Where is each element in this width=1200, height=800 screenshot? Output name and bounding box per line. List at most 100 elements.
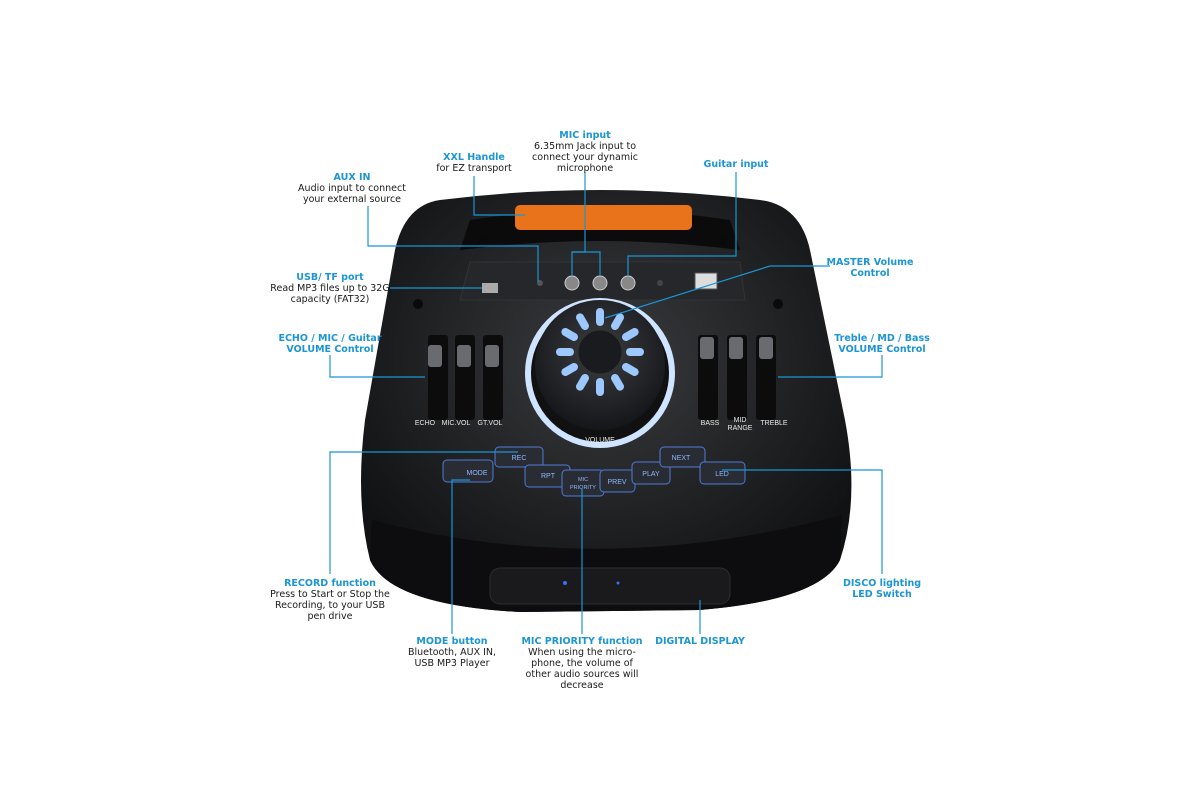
callout-lines (329, 172, 883, 634)
callout-title: XXL Handle (443, 152, 505, 163)
next-button-label: NEXT (672, 455, 691, 462)
led-button-label: LED (715, 471, 729, 478)
master-volume-knob[interactable] (577, 329, 623, 375)
guitar-jack (620, 275, 636, 291)
guitar-input-line (627, 172, 737, 276)
light-spoke (611, 313, 624, 331)
prev-button-label: PREV (607, 479, 626, 486)
callout-desc: Audio input to connect (298, 183, 406, 194)
callout-title: RECORD function (284, 578, 376, 589)
mode-button[interactable] (442, 459, 494, 483)
mic-vol-slider[interactable] (457, 345, 471, 367)
light-spoke (596, 308, 604, 326)
callout-title: ECHO / MIC / Guitar (278, 333, 382, 344)
disco-line (722, 469, 883, 574)
bass-slider[interactable] (700, 337, 714, 359)
play-button-label: PLAY (642, 471, 660, 478)
light-spoke (561, 363, 579, 376)
handle-line (473, 176, 525, 216)
master-volume-line (604, 265, 830, 319)
callout-mic-input: MIC input 6.35mm Jack input to connect y… (532, 130, 638, 174)
play-button[interactable] (631, 461, 671, 485)
range-label: RANGE (728, 425, 753, 432)
callout-desc: USB MP3 Player (414, 658, 490, 669)
callout-mic-priority: MIC PRIORITY function When using the mic… (521, 636, 642, 691)
callout-title: USB/ TF port (296, 272, 364, 283)
echo-slider[interactable] (428, 345, 442, 367)
display-led-icon (616, 581, 620, 585)
light-spoke (596, 378, 604, 396)
usb-port (482, 283, 498, 293)
mid-slider[interactable] (729, 337, 743, 359)
gt-vol-label: GT.VOL (478, 420, 503, 427)
mic-priority-label-2: PRIORITY (570, 485, 596, 491)
treble-line (778, 355, 883, 378)
indicator (657, 280, 663, 286)
callout-desc: Read MP3 files up to 32G (270, 283, 390, 294)
callout-usb-tf: USB/ TF port Read MP3 files up to 32G ca… (270, 272, 389, 305)
callout-desc: Bluetooth, AUX IN, (407, 647, 497, 658)
gt-vol-slider[interactable] (485, 345, 499, 367)
callout-title: Treble / MD / Bass (834, 333, 930, 344)
callout-desc: 6.35mm Jack input to (533, 141, 637, 152)
aux-in-line (367, 206, 539, 282)
volume-label: VOLUME (585, 437, 615, 444)
callout-record: RECORD function Press to Start or Stop t… (270, 578, 390, 622)
handle (515, 205, 692, 230)
callout-title: Control (850, 268, 890, 279)
next-button[interactable] (659, 446, 706, 468)
callout-title: VOLUME Control (286, 344, 374, 355)
light-spoke (621, 363, 639, 376)
callout-title: MIC input (559, 130, 611, 141)
callout-title: Guitar input (703, 159, 769, 170)
mic-priority-button[interactable] (561, 469, 605, 497)
callout-title: MODE button (416, 636, 488, 647)
mic-jack-1 (564, 275, 580, 291)
mode-button-label: MODE (467, 470, 488, 477)
callout-title: LED Switch (852, 589, 912, 600)
callout-desc: microphone (556, 163, 614, 174)
light-spoke (621, 328, 639, 341)
callout-title: MIC PRIORITY function (521, 636, 643, 647)
light-spoke (576, 313, 589, 331)
callout-title: MASTER Volume (826, 257, 914, 268)
callout-desc: Recording, to your USB (274, 600, 385, 611)
callout-desc: pen drive (307, 611, 353, 622)
callout-desc: phone, the volume of (531, 658, 633, 669)
callout-title: DIGITAL DISPLAY (655, 636, 745, 647)
rpt-button-label: RPT (541, 473, 556, 480)
callout-desc: Press to Start or Stop the (270, 589, 390, 600)
right-sliders (698, 335, 776, 420)
display-led-icon (563, 581, 567, 585)
callout-digital-display: DIGITAL DISPLAY (655, 636, 745, 647)
volume-light-spokes (556, 308, 644, 396)
display-window (489, 567, 731, 605)
light-spoke (561, 328, 579, 341)
callout-desc: capacity (FAT32) (290, 294, 370, 305)
light-spoke (576, 373, 589, 391)
callout-title: VOLUME Control (838, 344, 926, 355)
callout-desc: connect your dynamic (532, 152, 638, 163)
callout-title: AUX IN (333, 172, 371, 183)
record-line (329, 451, 518, 574)
treble-slider[interactable] (759, 337, 773, 359)
led-button[interactable] (699, 461, 746, 485)
mode-line (451, 479, 470, 634)
left-sliders (428, 335, 503, 420)
bass-label: BASS (701, 420, 720, 427)
light-spoke (556, 348, 574, 356)
screw-icons (413, 236, 783, 309)
rec-button-label: REC (512, 455, 527, 462)
callout-desc: for EZ transport (436, 163, 512, 174)
callout-handle: XXL Handle for EZ transport (436, 152, 512, 174)
callout-desc: your external source (302, 194, 402, 205)
mic-jack-2 (592, 275, 608, 291)
callout-guitar-input: Guitar input (704, 159, 769, 170)
mid-label: MID (734, 417, 747, 424)
echo-label: ECHO (415, 420, 436, 427)
callout-title: DISCO lighting (842, 578, 922, 589)
callout-mode: MODE button Bluetooth, AUX IN, USB MP3 P… (408, 636, 496, 669)
mic-vol-label: MIC.VOL (442, 420, 471, 427)
